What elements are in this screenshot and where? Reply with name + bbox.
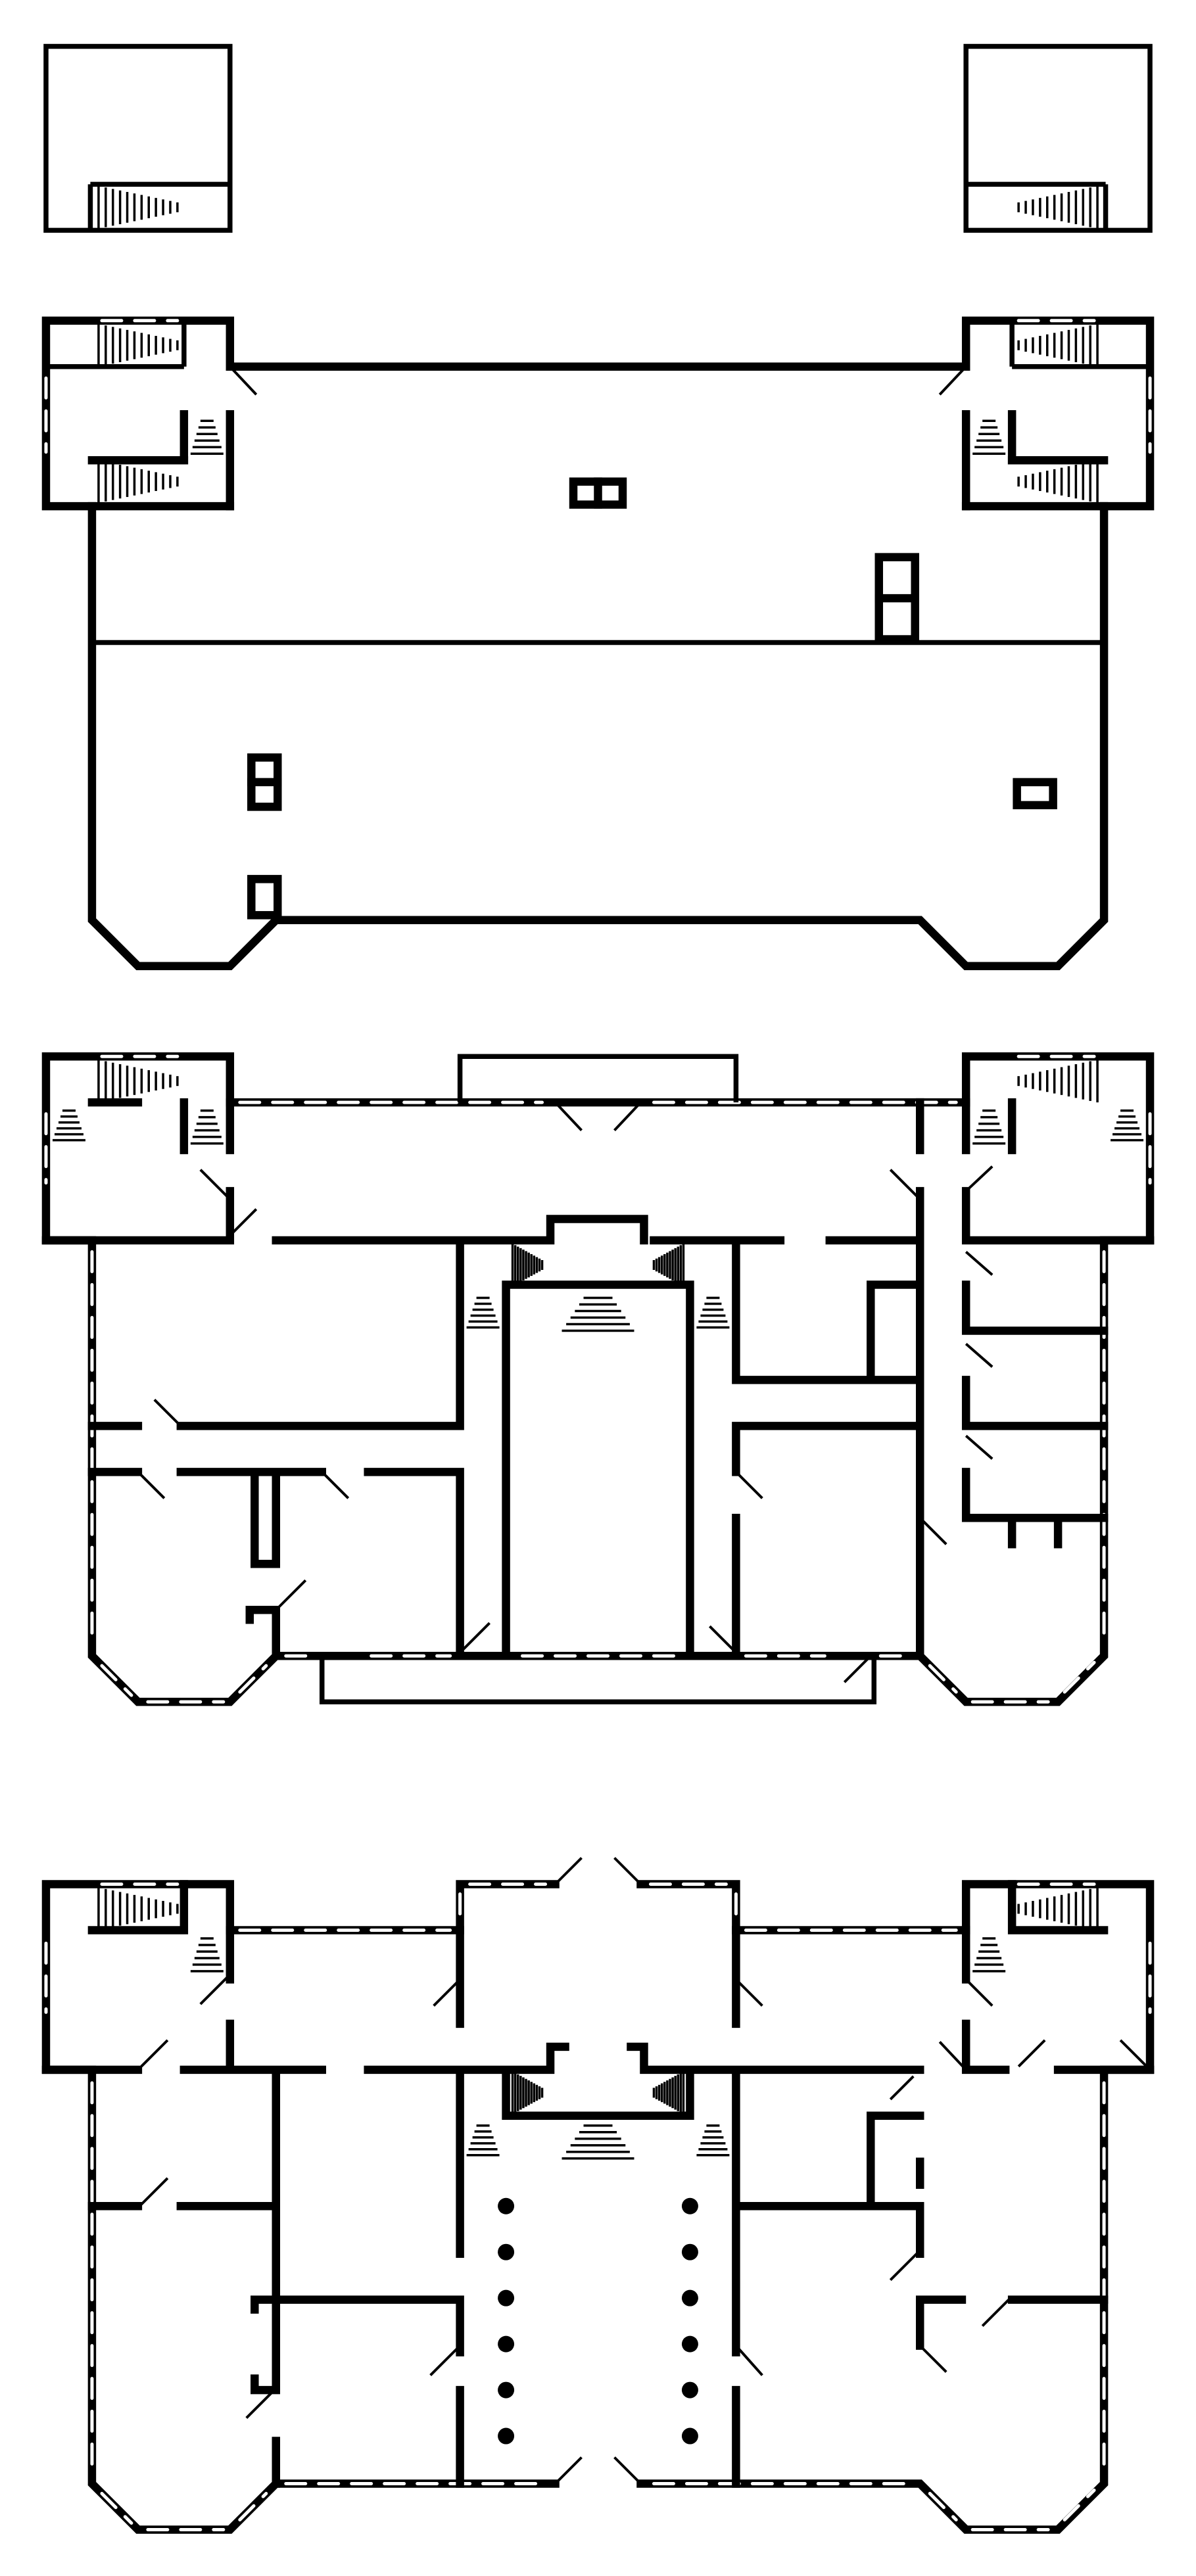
column <box>681 2243 698 2260</box>
plan-upper-level <box>41 316 1155 971</box>
column <box>681 2289 698 2307</box>
column <box>498 2197 515 2214</box>
column <box>498 2243 515 2260</box>
chimney <box>247 875 282 920</box>
plan-tower-tops <box>43 43 1153 233</box>
staircases <box>52 185 1144 2160</box>
plan-first-floor <box>41 1052 1155 1706</box>
column <box>681 2197 698 2214</box>
column <box>498 2289 515 2307</box>
tower-left <box>43 43 233 233</box>
column-colonnade <box>498 2197 698 2445</box>
column <box>681 2335 698 2353</box>
tower-right <box>963 43 1153 233</box>
column <box>498 2381 515 2399</box>
column <box>681 2381 698 2399</box>
column <box>498 2335 515 2353</box>
column <box>498 2427 515 2445</box>
plan-ground-floor <box>41 1857 1155 2534</box>
column <box>681 2427 698 2445</box>
outer-wall <box>41 1052 1155 1706</box>
chimney <box>1013 778 1057 810</box>
